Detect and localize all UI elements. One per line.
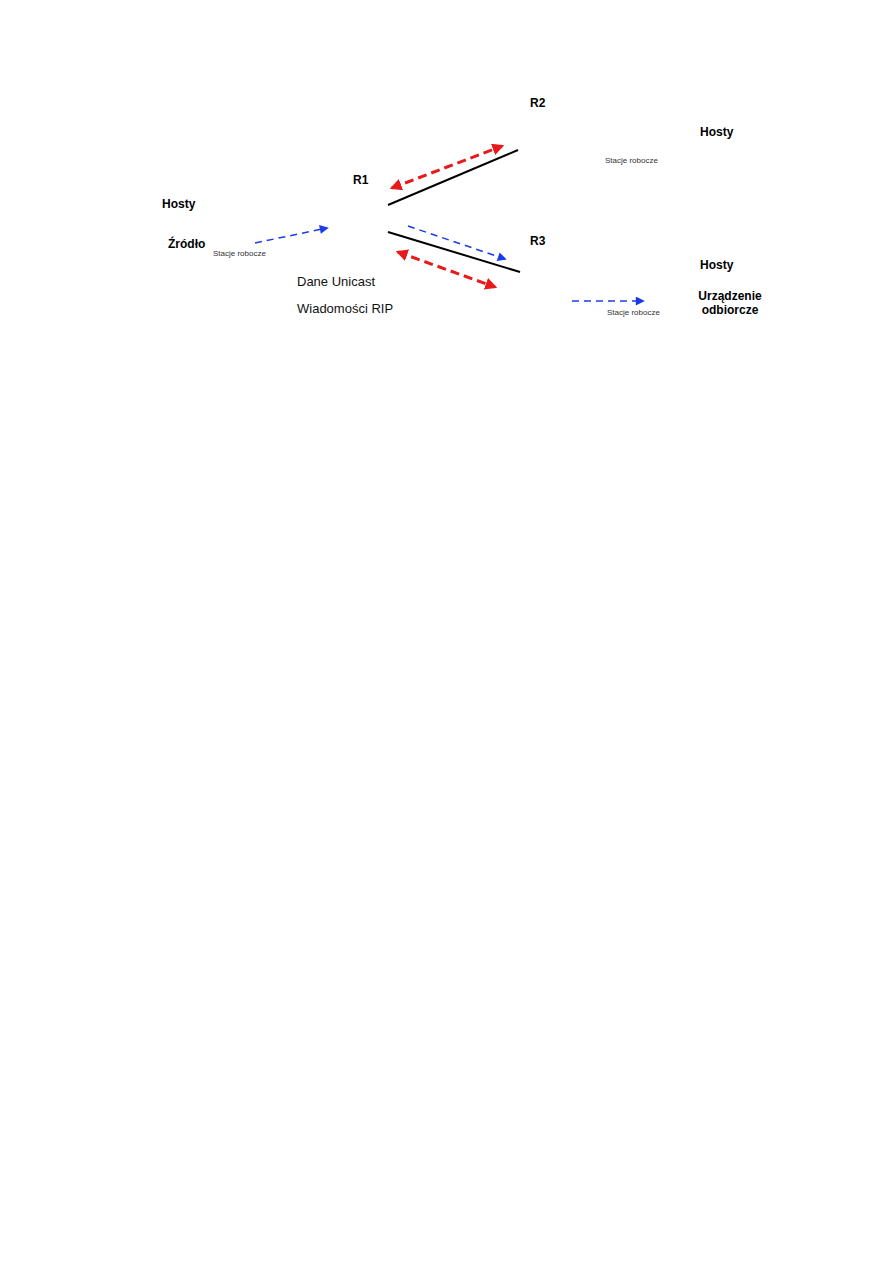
host-label: Urządzenie odbiorcze xyxy=(688,290,772,318)
host-area xyxy=(536,81,764,179)
host-ellipse xyxy=(545,230,765,340)
router-arrow xyxy=(527,124,538,129)
host-group: HostyŹródłoStacje robocze xyxy=(147,175,343,285)
router-arrow xyxy=(368,202,379,207)
workstation-icon xyxy=(621,110,641,134)
page-rule xyxy=(108,1148,793,1149)
router-node: R2 xyxy=(518,120,564,164)
router-arrow xyxy=(544,124,555,129)
message-arrow xyxy=(572,300,643,302)
workstation-icon xyxy=(621,262,641,286)
legend-sample-unicast xyxy=(213,281,288,283)
workstation-caption: Stacje robocze xyxy=(607,308,660,317)
host-group: HostyStacje robocze xyxy=(535,80,765,180)
router-label: R3 xyxy=(530,234,545,248)
router-arrow xyxy=(527,131,538,136)
router-arrow xyxy=(351,209,362,214)
router-label: R2 xyxy=(530,96,545,110)
workstation-caption: Stacje robocze xyxy=(605,156,658,165)
router-top xyxy=(519,121,563,139)
router-arrow xyxy=(544,131,555,136)
host-label: Hosty xyxy=(700,258,733,272)
router-top xyxy=(519,259,563,277)
router-arrow xyxy=(368,209,379,214)
router-node: R1 xyxy=(342,198,388,242)
workstation-icon xyxy=(661,260,672,273)
router-label: R1 xyxy=(353,173,368,187)
workstation-icon xyxy=(216,198,228,212)
workstation-icon xyxy=(222,223,237,241)
host-label: Hosty xyxy=(162,197,195,211)
router-symbol xyxy=(518,120,564,164)
legend-text: Wiadomości RIP xyxy=(297,301,393,316)
host-area xyxy=(546,231,764,339)
message-arrow xyxy=(392,146,502,188)
network-link xyxy=(388,232,520,272)
router-arrow xyxy=(544,269,555,274)
network-link xyxy=(388,150,518,205)
router-arrow xyxy=(351,202,362,207)
router-arrow xyxy=(527,269,538,274)
workstation-icon xyxy=(243,202,263,226)
router-arrow xyxy=(527,262,538,267)
host-group: HostyUrządzenie odbiorczeStacje robocze xyxy=(545,230,765,340)
router-node: R3 xyxy=(518,258,564,302)
host-area xyxy=(148,176,342,284)
message-arrow xyxy=(398,252,495,287)
workstation-icon xyxy=(649,282,664,300)
router-body xyxy=(343,208,387,241)
router-body xyxy=(519,130,563,163)
message-arrow xyxy=(408,226,505,259)
workstation-icon xyxy=(649,128,664,146)
host-label: Źródło xyxy=(168,237,205,251)
workstation-icon xyxy=(657,96,668,109)
router-symbol xyxy=(342,198,388,242)
frame-border xyxy=(138,74,787,401)
workstation-caption: Stacje robocze xyxy=(213,249,266,258)
router-top xyxy=(343,199,387,217)
legend-sample-rip xyxy=(213,308,288,311)
host-ellipse xyxy=(147,175,343,285)
host-label: Hosty xyxy=(700,125,733,139)
router-body xyxy=(519,268,563,301)
message-arrow xyxy=(255,228,327,243)
legend-text: Dane Unicast xyxy=(297,274,375,289)
router-symbol xyxy=(518,258,564,302)
router-arrow xyxy=(544,262,555,267)
